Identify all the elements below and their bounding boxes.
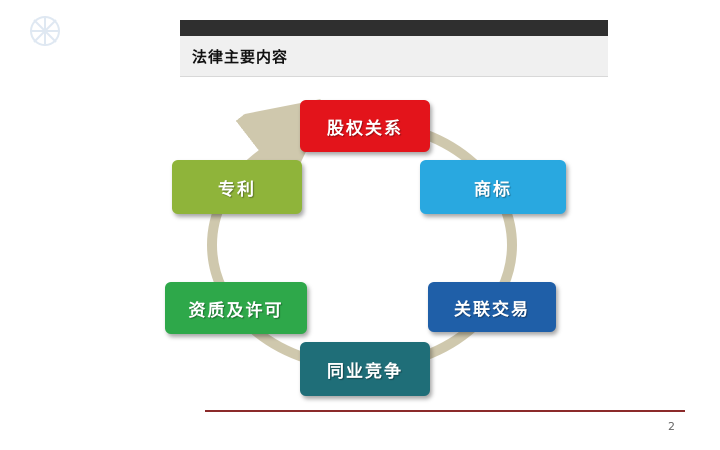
header-title-area: 法律主要内容	[180, 36, 608, 77]
node-qualification-license[interactable]: 资质及许可	[165, 282, 307, 334]
node-related-transactions[interactable]: 关联交易	[428, 282, 556, 332]
node-trademark[interactable]: 商标	[420, 160, 566, 214]
header-bar	[180, 20, 608, 36]
slide-title: 法律主要内容	[192, 48, 289, 66]
watermark-icon	[30, 16, 60, 46]
page-number: 2	[668, 420, 675, 433]
node-equity-relationship[interactable]: 股权关系	[300, 100, 430, 152]
node-patent[interactable]: 专利	[172, 160, 302, 214]
footer-divider	[205, 410, 685, 412]
node-horizontal-competition[interactable]: 同业竞争	[300, 342, 430, 396]
